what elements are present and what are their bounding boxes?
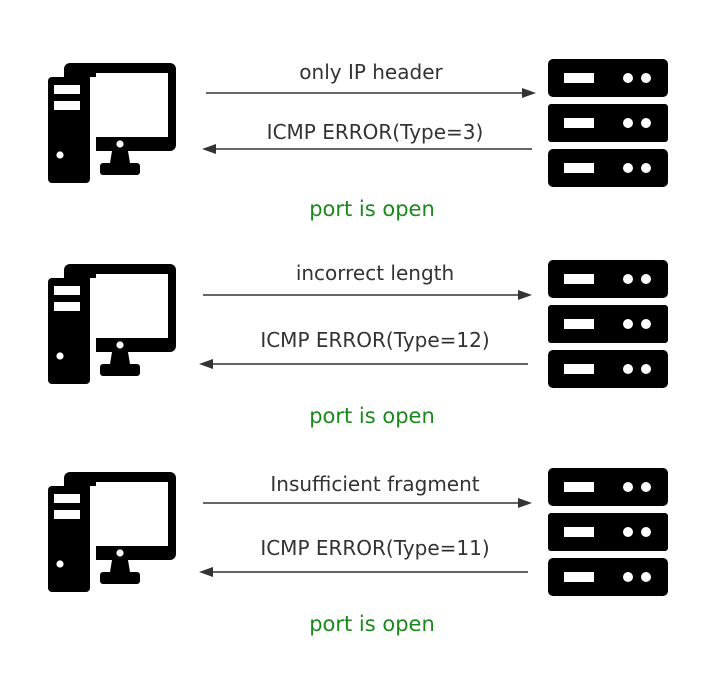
status-text: port is open: [309, 197, 435, 221]
server-rack-icon: [548, 468, 668, 596]
server-rack-icon: [548, 260, 668, 388]
server-rack-icon: [548, 59, 668, 187]
response-label: ICMP ERROR(Type=12): [260, 328, 490, 352]
request-label: Insufficient fragment: [270, 472, 480, 496]
status-text: port is open: [309, 404, 435, 428]
desktop-computer-icon: [48, 264, 178, 386]
request-label: only IP header: [299, 60, 443, 84]
desktop-computer-icon: [48, 63, 178, 185]
response-label: ICMP ERROR(Type=11): [260, 536, 490, 560]
status-text: port is open: [309, 612, 435, 636]
response-label: ICMP ERROR(Type=3): [266, 120, 484, 144]
request-label: incorrect length: [295, 261, 455, 285]
desktop-computer-icon: [48, 472, 178, 594]
